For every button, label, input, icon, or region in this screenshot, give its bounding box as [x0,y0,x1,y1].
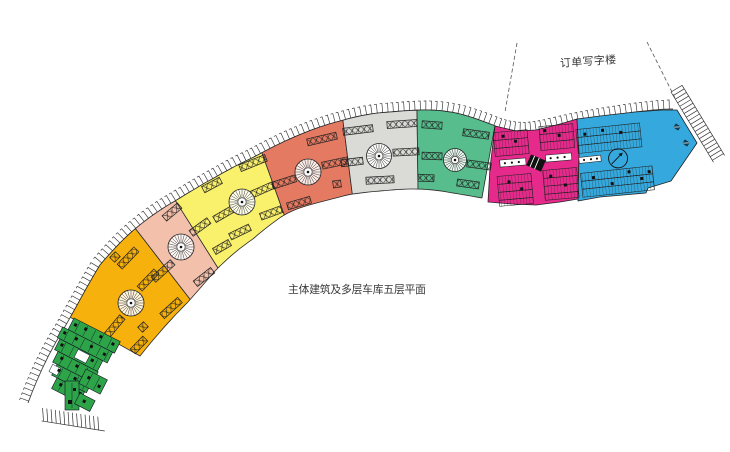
hatch-strip [332,179,342,189]
hatch-strip [192,266,216,288]
hatch-strip [150,259,176,283]
hatch-strip [386,119,418,129]
hatch-strip [392,147,420,157]
hatch-strip [109,251,121,263]
ribbon-segments [69,109,496,357]
hatch-strip [161,202,183,222]
tower-circles [117,143,467,317]
hatch-strip [417,173,435,183]
hatch-strip [365,175,395,185]
hatch-strip [286,195,312,211]
tower-circle [443,148,467,172]
parking-stalls-west [492,123,580,207]
core-stair-icon [526,154,546,172]
hatch-strip [228,223,252,241]
terrace-steps-hatch-east [670,84,725,163]
hatch-strip [238,154,268,172]
hatch-strip [456,178,480,190]
hatch-strip [342,124,374,136]
hatch-strip [421,120,443,130]
tower-circle [117,289,145,317]
hatch-strip [259,205,283,221]
tower-circle [366,143,392,169]
hatch-strip [188,217,212,237]
hatch-strip [137,321,149,333]
hatch-strip [421,151,443,161]
parking-stalls-east [575,122,655,198]
stair-marker-icon [682,139,690,147]
hatch-strip [462,128,490,140]
edge-tick-hatches [19,99,670,402]
hatch-strip [129,335,149,355]
tower-circle [294,158,322,186]
hatch-strip [201,176,223,194]
main-title-label: 主体建筑及多层车库五层平面 [288,284,426,296]
annex-building [48,317,121,412]
tower-circle [228,188,256,216]
stair-marker-icon [673,123,681,131]
hatch-strip [116,246,140,270]
hatch-strip [211,238,233,256]
terrace-steps-hatch-south [41,407,105,432]
hatch-strip [340,156,364,168]
hatch-strip [306,131,338,147]
tower-circle [167,233,195,261]
hatch-strips [102,119,492,355]
hatch-strip [271,174,297,190]
spiral-ramp-icon [608,148,629,169]
zone-boundary-dashes [504,41,677,113]
hatch-strip [159,296,183,320]
hatch-strip [466,159,492,171]
